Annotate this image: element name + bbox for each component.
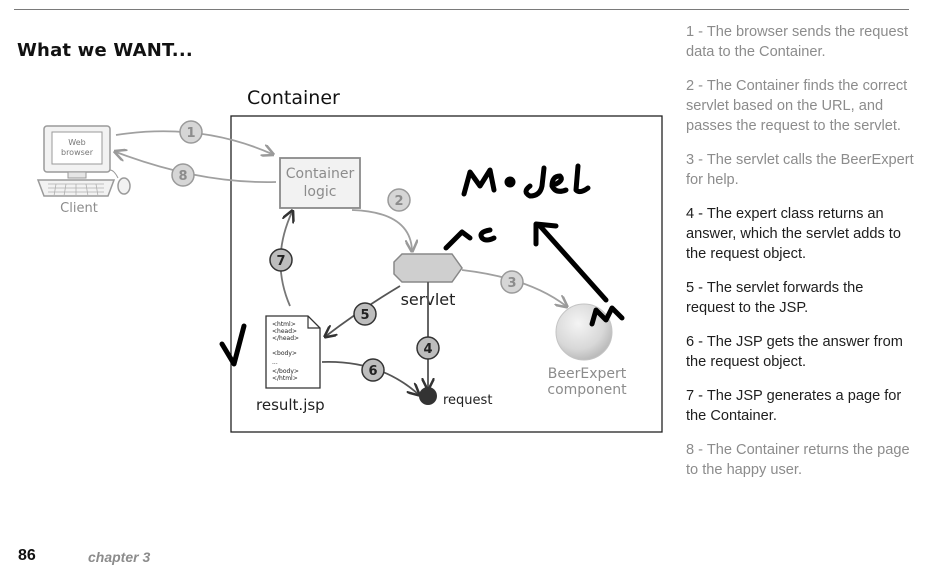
browser-screen-line1: Web bbox=[68, 138, 85, 147]
arrow-2 bbox=[351, 209, 412, 250]
arrow-8 bbox=[116, 152, 277, 184]
jsp-line-2: <head> bbox=[272, 328, 297, 335]
handwritten-model-annotation bbox=[461, 163, 591, 199]
svg-text:7: 7 bbox=[276, 254, 285, 269]
step-8: 8 - The Container returns the page to th… bbox=[686, 442, 910, 478]
handwritten-v-annotation bbox=[219, 323, 247, 367]
step-1: 1 - The browser sends the request data t… bbox=[686, 24, 908, 60]
jsp-line-1: <html> bbox=[272, 321, 296, 328]
jsp-line-7: </html> bbox=[272, 375, 298, 382]
step-4: 4 - The expert class returns an answer, … bbox=[686, 206, 901, 262]
svg-text:2: 2 bbox=[394, 194, 403, 209]
mvc-diagram: Container Web browser Client Container l… bbox=[36, 87, 663, 433]
result-jsp-document-icon bbox=[265, 315, 321, 389]
servlet-hexagon bbox=[393, 253, 463, 283]
step-badge-2: 2 bbox=[387, 188, 411, 212]
svg-text:3: 3 bbox=[507, 276, 516, 291]
jsp-line-6: </body> bbox=[272, 368, 299, 375]
request-label: request bbox=[443, 393, 492, 408]
step-5: 5 - The servlet forwards the request to … bbox=[686, 280, 864, 316]
beerexpert-sphere bbox=[555, 303, 613, 361]
svg-text:8: 8 bbox=[178, 169, 187, 184]
container-logic-line2: logic bbox=[304, 184, 337, 200]
step-badge-6: 6 bbox=[361, 358, 385, 382]
browser-screen-line2: browser bbox=[61, 148, 94, 157]
step-badge-8: 8 bbox=[171, 163, 195, 187]
step-2: 2 - The Container finds the correct serv… bbox=[686, 78, 908, 134]
jsp-line-5: ... bbox=[272, 359, 278, 366]
svg-text:5: 5 bbox=[360, 308, 369, 323]
step-7: 7 - The JSP generates a page for the Con… bbox=[686, 388, 902, 424]
jsp-line-4: <body> bbox=[272, 350, 297, 357]
handwritten-c-annotation bbox=[443, 227, 497, 251]
steps-list: 1 - The browser sends the request data t… bbox=[686, 22, 916, 494]
beerexpert-line2: component bbox=[547, 382, 627, 398]
result-jsp-label: result.jsp bbox=[256, 396, 325, 414]
container-title: Container bbox=[247, 87, 340, 109]
client-label: Client bbox=[60, 201, 98, 216]
step-badge-3: 3 bbox=[500, 270, 524, 294]
jsp-line-3: </head> bbox=[272, 335, 299, 342]
container-logic-box bbox=[279, 157, 361, 209]
step-badge-7: 7 bbox=[269, 248, 293, 272]
step-badge-1: 1 bbox=[179, 120, 203, 144]
svg-text:1: 1 bbox=[186, 126, 195, 141]
step-badge-5: 5 bbox=[353, 302, 377, 326]
step-badge-4: 4 bbox=[416, 336, 440, 360]
container-box bbox=[230, 115, 663, 433]
step-3: 3 - The servlet calls the BeerExpert for… bbox=[686, 152, 914, 188]
web-browser-computer-icon bbox=[36, 125, 131, 197]
svg-text:4: 4 bbox=[423, 342, 432, 357]
page-heading: What we WANT... bbox=[17, 40, 193, 61]
svg-text:6: 6 bbox=[368, 364, 377, 379]
request-object-dot bbox=[419, 387, 437, 405]
handwritten-m-annotation bbox=[533, 221, 625, 327]
beerexpert-line1: BeerExpert bbox=[548, 366, 627, 382]
top-rule bbox=[14, 9, 909, 10]
page-number: 86 bbox=[18, 547, 36, 564]
chapter-label: chapter 3 bbox=[88, 549, 151, 565]
step-6: 6 - The JSP gets the answer from the req… bbox=[686, 334, 903, 370]
container-logic-line1: Container bbox=[286, 166, 355, 182]
